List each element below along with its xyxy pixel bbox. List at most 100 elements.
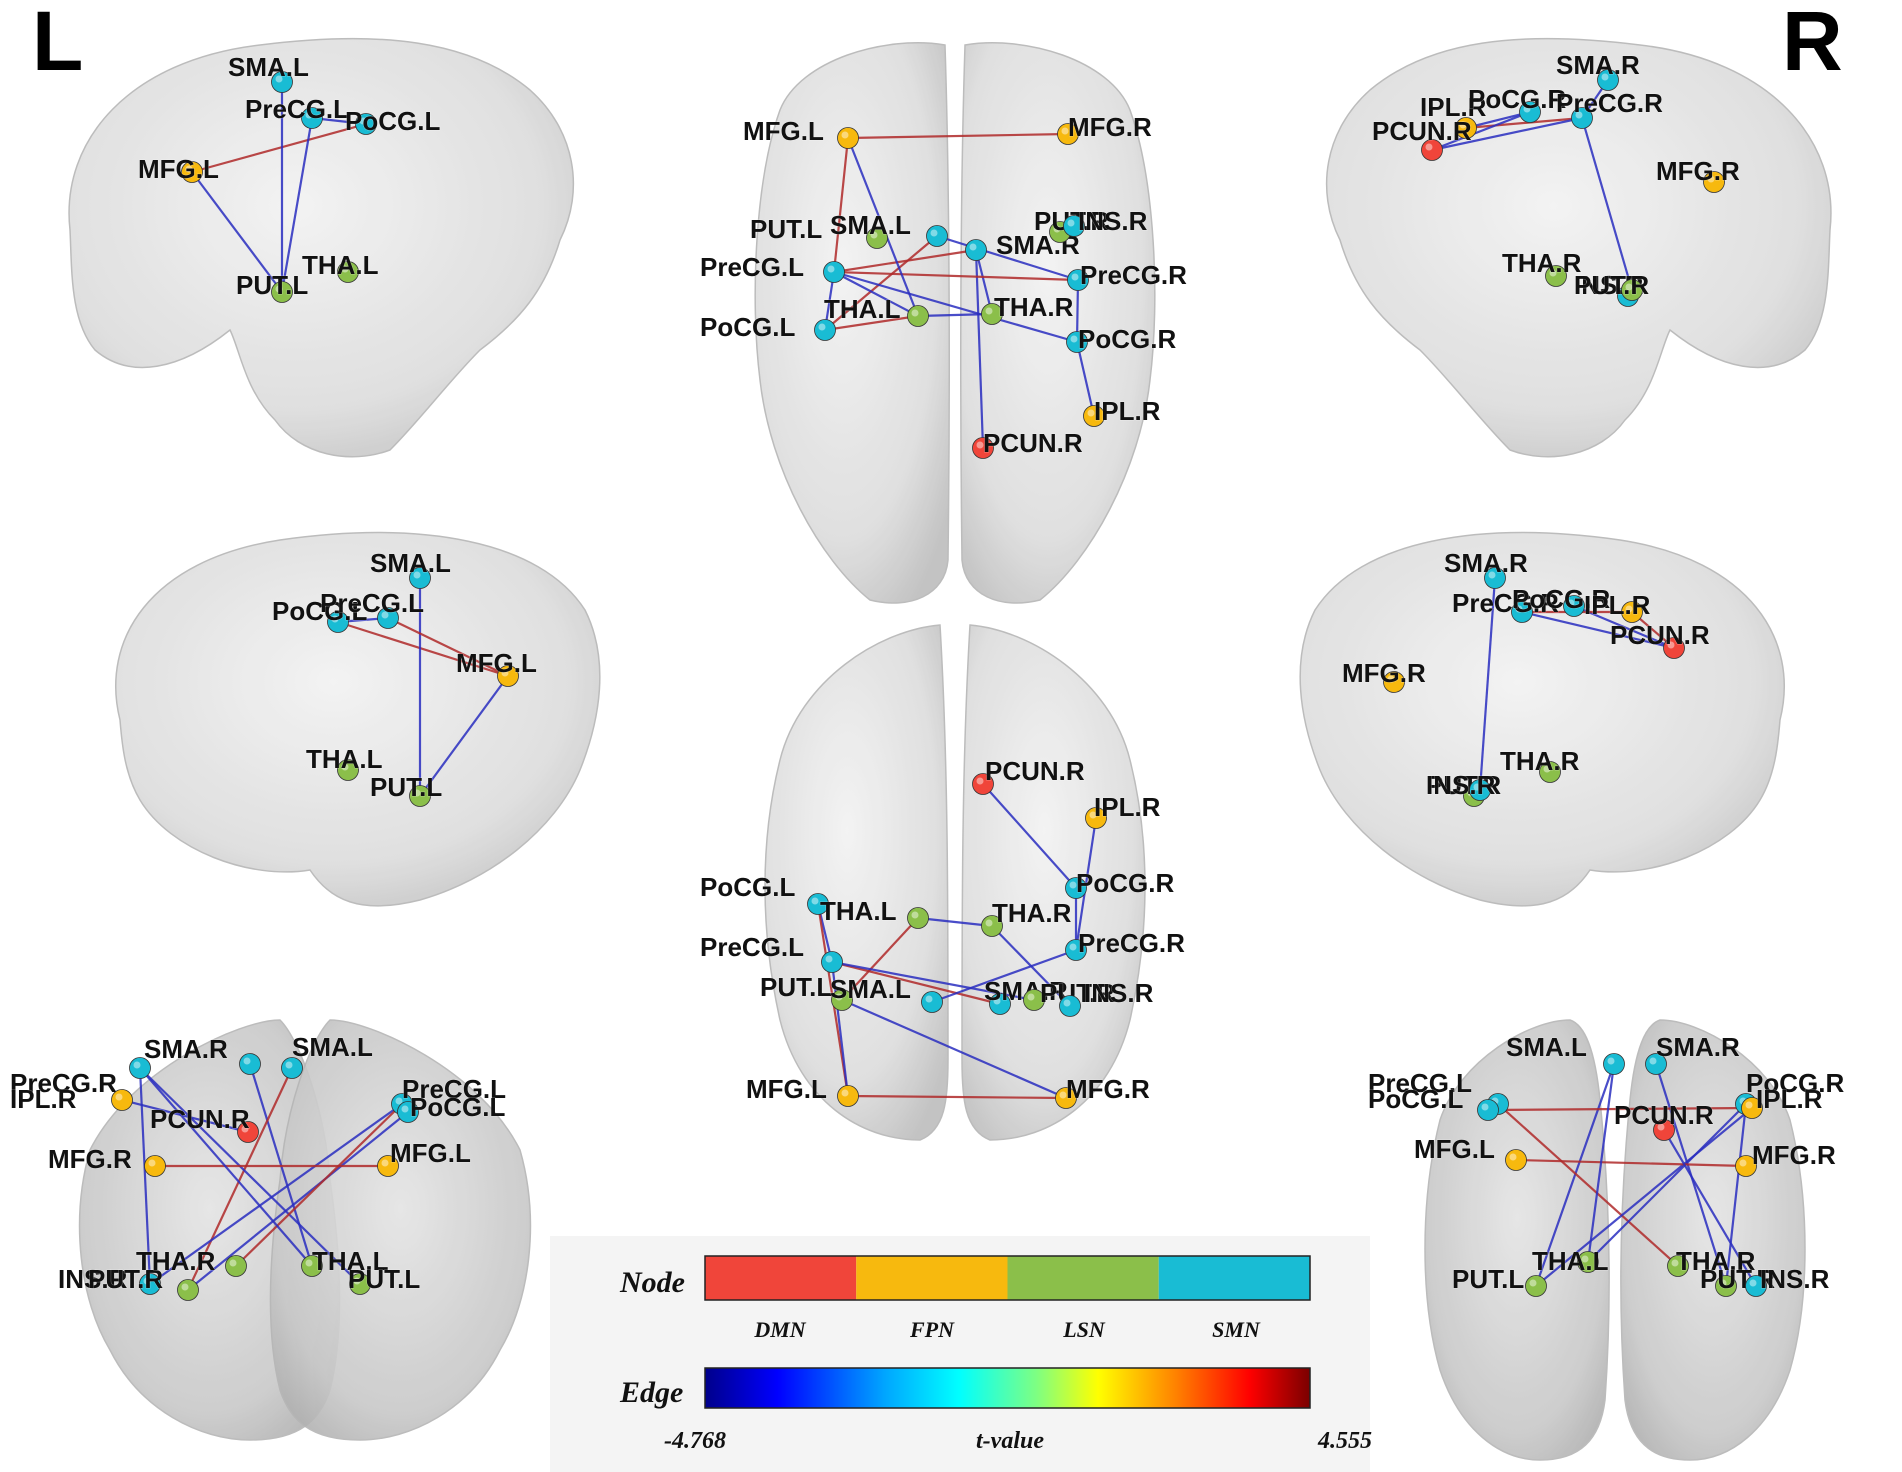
node-pcun-r	[1663, 637, 1685, 659]
negative-edge	[1586, 1063, 1616, 1263]
panel-dorsal-edges	[823, 132, 1096, 449]
node-label-pocg-r: PoCG.R	[1078, 324, 1176, 354]
node-highlight	[1425, 143, 1433, 151]
node-highlight	[305, 111, 313, 119]
node-pocg-l	[397, 1101, 419, 1123]
node-pocg-r	[1519, 101, 1541, 123]
negative-edge	[1478, 577, 1497, 791]
node-ins-r	[1469, 779, 1491, 801]
node-tha-r	[981, 915, 1003, 937]
node-highlight	[827, 265, 835, 273]
node-highlight	[1067, 219, 1075, 227]
node-highlight	[401, 1105, 409, 1113]
positive-edge	[235, 1103, 403, 1267]
positive-edge	[187, 1067, 293, 1291]
node-highlight	[1581, 1255, 1589, 1263]
node-highlight	[811, 897, 819, 905]
node-highlight	[413, 789, 421, 797]
node-highlight	[1707, 175, 1715, 183]
node-highlight	[870, 231, 878, 239]
node-highlight	[1719, 1279, 1727, 1287]
node-highlight	[1567, 599, 1575, 607]
node-highlight	[275, 285, 283, 293]
node-label-mfg-r: MFG.R	[48, 1144, 132, 1174]
node-highlight	[1543, 765, 1551, 773]
node-ipl-r	[1083, 405, 1105, 427]
node-highlight	[925, 995, 933, 1003]
node-label-ins-r: INS.R	[1084, 978, 1154, 1008]
node-label-precg-l: PreCG.L	[402, 1074, 506, 1104]
node-label-ipl-r: IPL.R	[1756, 1084, 1823, 1114]
node-label-tha-l: THA.L	[312, 1246, 389, 1276]
node-highlight	[841, 131, 849, 139]
node-highlight	[1069, 943, 1077, 951]
node-label-tha-r: THA.R	[136, 1246, 216, 1276]
node-label-mfg-r: MFG.R	[1656, 156, 1740, 186]
node-pocg-l	[814, 319, 836, 341]
node-highlight	[1473, 783, 1481, 791]
brain-dorsal-left-hemisphere	[754, 42, 950, 604]
node-highlight	[985, 919, 993, 927]
node-label-pocg-r: PoCG.R	[1468, 84, 1566, 114]
node-label-sma-l: SMA.L	[370, 548, 451, 578]
panel-anterior-edges	[1487, 1063, 1757, 1287]
node-precg-l	[377, 607, 399, 629]
node-label-tha-r: THA.R	[994, 292, 1074, 322]
node-label-tha-r: THA.R	[1676, 1246, 1756, 1276]
node-sma-l	[921, 991, 943, 1013]
node-highlight	[1087, 409, 1095, 417]
node-label-sma-r: SMA.R	[1556, 50, 1640, 80]
node-label-ipl-r: IPL.R	[1584, 590, 1651, 620]
brain-ventral-left-hemisphere	[764, 624, 949, 1141]
node-highlight	[976, 777, 984, 785]
node-sma-l	[409, 567, 431, 589]
node-pocg-l	[807, 893, 829, 915]
panel-dorsal: MFG.LMFG.RPUT.LSMA.LSMA.RPUT.RINS.RPreCG…	[700, 112, 1188, 459]
node-highlight	[1481, 1103, 1489, 1111]
node-highlight	[1575, 111, 1583, 119]
node-tha-l	[907, 305, 929, 327]
node-highlight	[305, 1259, 313, 1267]
node-label-ins-r: INS.R	[58, 1264, 128, 1294]
positive-edge	[1465, 116, 1583, 130]
node-sma-l	[281, 1057, 303, 1079]
node-highlight	[1069, 881, 1077, 889]
legend-category-smn: SMN	[1212, 1317, 1261, 1342]
node-highlight	[930, 229, 938, 237]
node-label-sma-r: SMA.R	[996, 230, 1080, 260]
node-label-pocg-l: PoCG.L	[1368, 1084, 1463, 1114]
node-highlight	[331, 615, 339, 623]
node-tha-r	[225, 1255, 247, 1277]
node-label-tha-l: THA.L	[820, 896, 897, 926]
panel-medial-right-edges	[1478, 577, 1675, 791]
node-label-pocg-r: PoCG.R	[1076, 868, 1174, 898]
node-highlight	[841, 1089, 849, 1097]
node-label-put-r: PUT.R	[1040, 978, 1115, 1008]
node-label-precg-l: PreCG.L	[700, 252, 804, 282]
node-tha-l	[1577, 1251, 1599, 1273]
positive-edge	[1497, 1103, 1679, 1267]
node-precg-r	[129, 1057, 151, 1079]
node-label-ipl-r: IPL.R	[1094, 396, 1161, 426]
node-highlight	[115, 1093, 123, 1101]
panel-lateral-left-edges	[191, 82, 367, 293]
node-highlight	[1671, 1259, 1679, 1267]
node-sma-r	[1645, 1053, 1667, 1075]
node-highlight	[1027, 993, 1035, 1001]
node-label-put-r: PUT.R	[88, 1264, 163, 1294]
node-highlight	[1649, 1057, 1657, 1065]
node-label-mfg-l: MFG.L	[743, 116, 824, 146]
node-precg-r	[1067, 269, 1089, 291]
node-highlight	[353, 1277, 361, 1285]
node-highlight	[1745, 1101, 1753, 1109]
node-highlight	[1515, 605, 1523, 613]
node-label-sma-r: SMA.R	[1656, 1032, 1740, 1062]
node-label-precg-r: PreCG.R	[1452, 588, 1559, 618]
positive-edge	[1487, 1106, 1753, 1112]
negative-edge	[974, 249, 994, 315]
brain-medial-left	[115, 531, 601, 907]
